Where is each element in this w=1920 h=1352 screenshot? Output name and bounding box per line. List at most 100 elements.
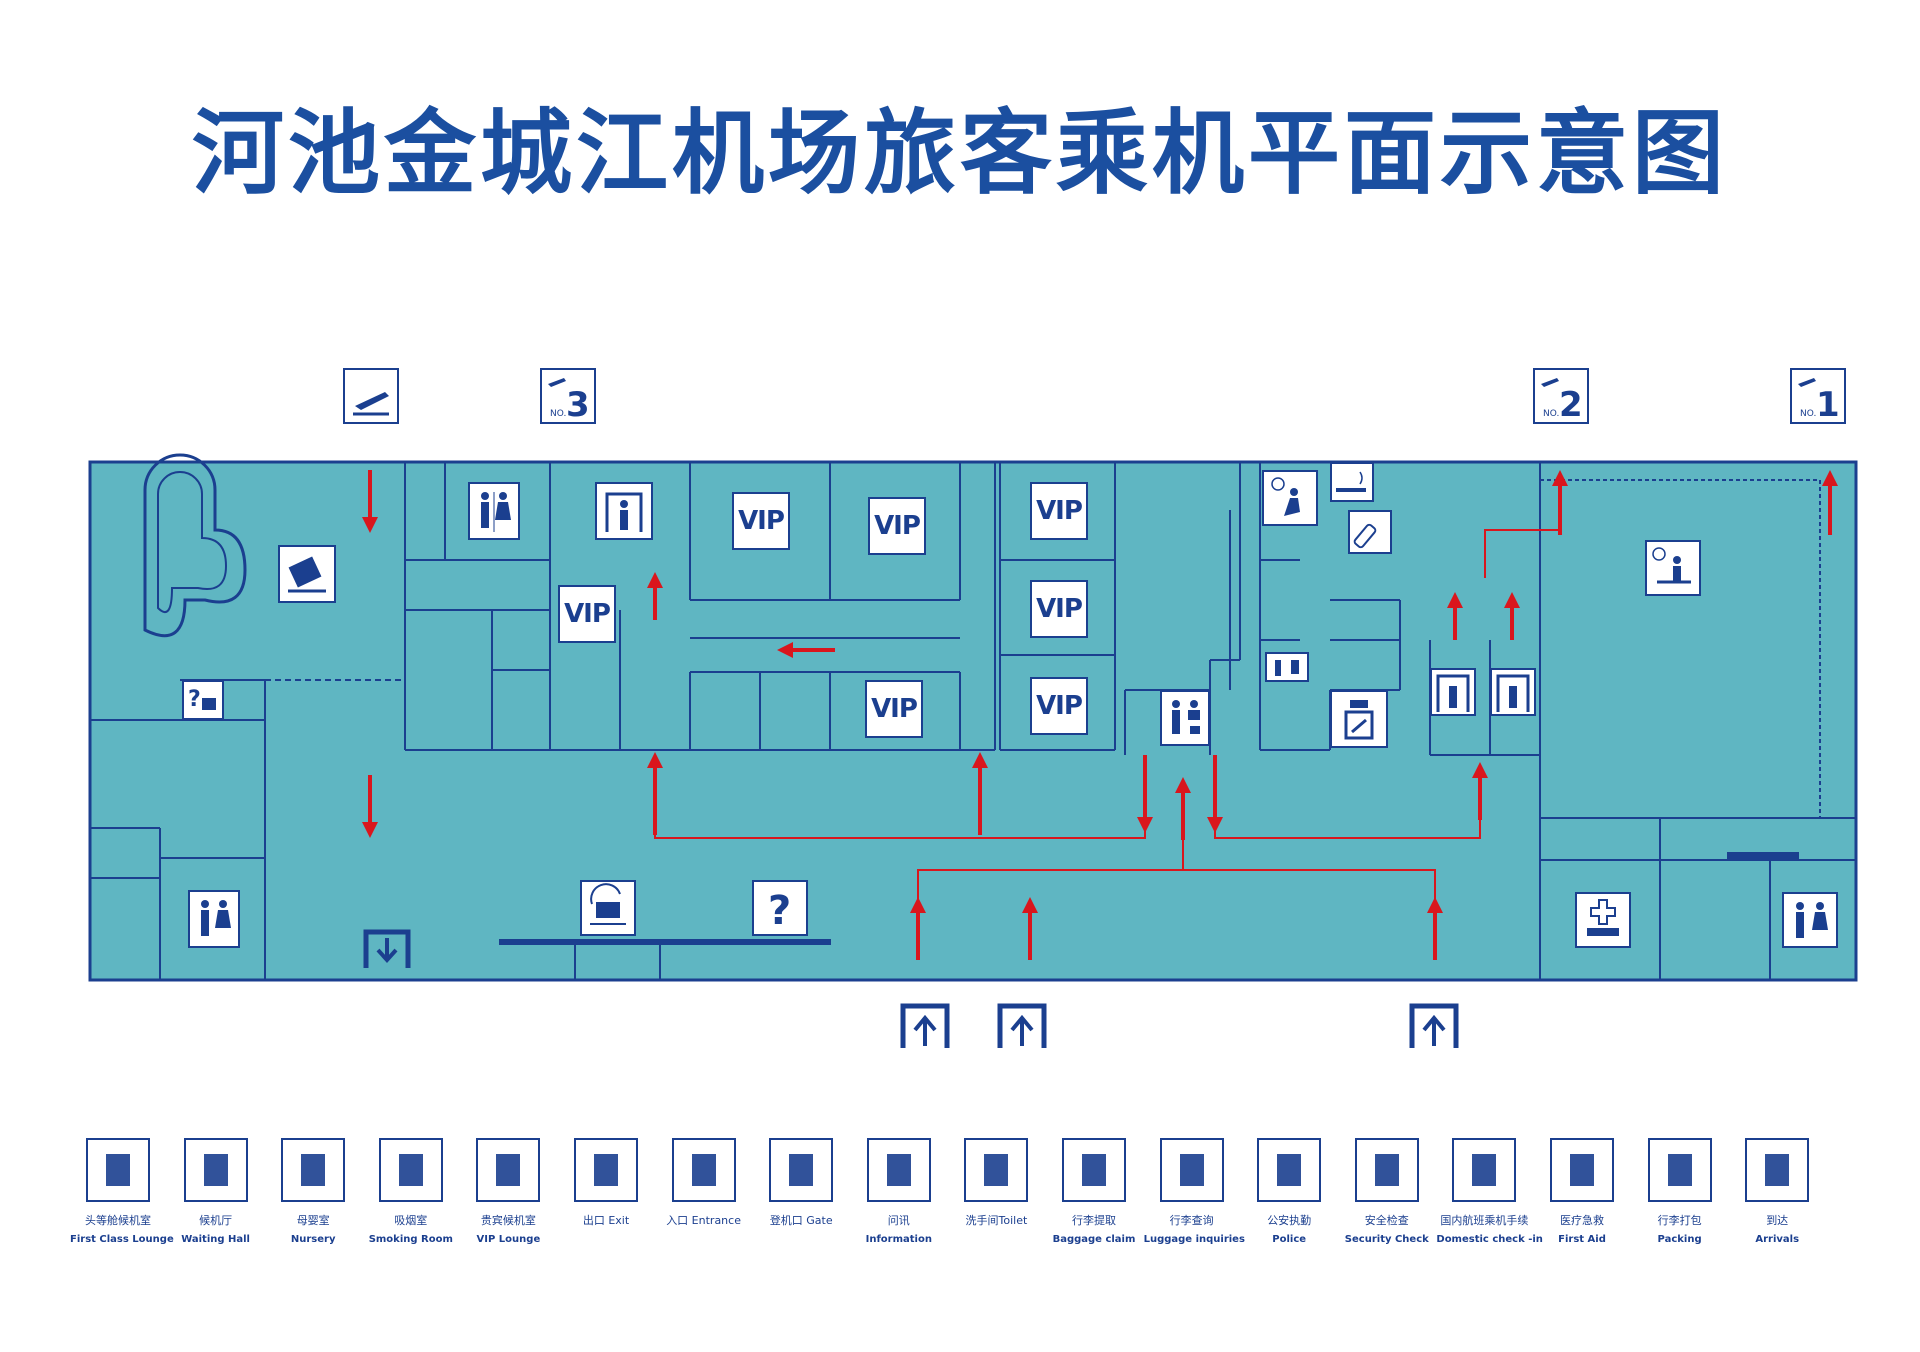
legend-label-zh: 入口 Entrance	[666, 1214, 741, 1227]
waiting-hall-icon	[1652, 547, 1691, 584]
legend-item: 洗手间Toilet	[948, 1138, 1044, 1234]
exit-icon	[363, 929, 411, 968]
exit-sign	[362, 928, 412, 972]
gate-3-marker: NO.3	[540, 368, 596, 425]
legend-label-zh: 问讯	[887, 1214, 910, 1227]
security-check-sign	[595, 482, 653, 540]
legend-label-en: First Aid	[1558, 1234, 1606, 1245]
domestic-check-in-icon	[1452, 1138, 1517, 1202]
route-lines	[654, 529, 1560, 905]
toilet-sign-right	[1782, 892, 1838, 948]
nursery-icon	[281, 1138, 346, 1202]
gate-icon	[769, 1138, 834, 1202]
luggage-inquiries-icon: ?	[188, 687, 216, 712]
legend-label-zh: 国内航班乘机手续	[1440, 1214, 1529, 1227]
waiting-hall-icon	[183, 1138, 248, 1202]
legend-label-en: Information	[865, 1234, 932, 1245]
arrivals-icon	[353, 392, 389, 416]
legend-item: 出口 Exit	[558, 1138, 654, 1234]
legend-label-zh: 登机口 Gate	[769, 1214, 833, 1227]
smoking-room-sign	[1330, 462, 1374, 502]
legend-item: 入口 Entrance	[656, 1138, 752, 1234]
legend-label-en: Police	[1272, 1234, 1307, 1245]
gate-prefix: NO.	[550, 409, 566, 419]
security-check-icon	[1496, 674, 1530, 712]
entrance-sign-2	[996, 1002, 1048, 1052]
security-check-icon	[605, 492, 643, 532]
toilet-icon	[481, 492, 511, 532]
vip-room: VIP	[1030, 677, 1088, 735]
gate-1-icon: NO.1	[1798, 378, 1840, 425]
entrance-sign-1	[899, 1002, 951, 1052]
legend-label-en: Smoking Room	[368, 1234, 453, 1245]
gate-number: 2	[1559, 385, 1583, 422]
police-icon	[1344, 700, 1374, 740]
legend-label-zh: 安全检查	[1364, 1214, 1409, 1227]
legend-label-en: Baggage claim	[1052, 1234, 1136, 1245]
legend-label-zh: 候机厅	[199, 1214, 233, 1227]
packing-icon	[590, 883, 626, 925]
interior-walls	[90, 453, 1856, 980]
baggage-claim-icon	[288, 556, 326, 593]
information-sign: ?	[752, 880, 808, 936]
first-class-lounge-icon	[1271, 477, 1300, 516]
svg-text:?: ?	[188, 687, 201, 712]
vip-room: VIP	[558, 585, 616, 643]
toilet-icon	[201, 900, 231, 936]
legend-label-en: Luggage inquiries	[1143, 1234, 1245, 1245]
vip-room: VIP	[868, 497, 926, 555]
toilet-sign-small	[1265, 652, 1309, 682]
packing-icon	[1647, 1138, 1712, 1202]
arrivals-icon	[1745, 1138, 1810, 1202]
legend-label-zh: 公安执勤	[1267, 1214, 1312, 1227]
legend-label-en: Security Check	[1344, 1234, 1429, 1245]
entrance-icon	[671, 1138, 736, 1202]
legend-label-en: Nursery	[290, 1234, 336, 1245]
smoking-room-icon	[1336, 471, 1366, 492]
smoking-room-icon	[378, 1138, 443, 1202]
information-icon: ?	[768, 888, 791, 934]
toilet-icon	[964, 1138, 1029, 1202]
legend-label-zh: 行李提取	[1072, 1214, 1116, 1227]
exit-icon	[574, 1138, 638, 1202]
domestic-check-in-sign	[1160, 690, 1210, 746]
gate-prefix: NO.	[1800, 409, 1816, 419]
baggage-claim-icon	[1062, 1138, 1126, 1202]
gate-prefix: NO.	[1543, 409, 1559, 419]
legend-label-zh: 贵宾候机室	[480, 1214, 536, 1227]
first-aid-sign	[1575, 892, 1631, 948]
gate-2-icon: NO.2	[1541, 378, 1583, 425]
police-sign	[1330, 690, 1388, 748]
vip-room: VIP	[1030, 580, 1088, 638]
entrance-icon	[900, 1003, 950, 1048]
legend-item: 问讯 Information	[851, 1138, 947, 1245]
legend-label-en: First Class Lounge	[70, 1234, 174, 1245]
arrivals-marker	[343, 368, 399, 424]
gate-number: 3	[566, 385, 590, 422]
security-check-icon	[1354, 1138, 1419, 1202]
nursery-sign	[1348, 510, 1392, 554]
toilet-icon	[1796, 902, 1828, 938]
entrance-sign-3	[1408, 1002, 1460, 1052]
legend-item: 登机口 Gate	[753, 1138, 849, 1234]
vip-room: VIP	[865, 680, 923, 738]
entrance-icon	[1409, 1003, 1459, 1048]
vip-lounge-icon	[476, 1138, 541, 1202]
first-aid-icon	[1587, 899, 1619, 936]
vip-room: VIP	[1030, 482, 1088, 540]
entrance-icon	[997, 1003, 1047, 1048]
toilet-sign	[468, 482, 520, 540]
legend-label-en: Arrivals	[1755, 1234, 1800, 1245]
legend-label-en: Packing	[1657, 1234, 1702, 1245]
legend-label-zh: 出口 Exit	[582, 1214, 630, 1227]
luggage-inquiries-icon	[1159, 1138, 1224, 1202]
security-check-sign-2	[1490, 668, 1536, 716]
gate-2-marker: NO.2	[1533, 368, 1589, 425]
